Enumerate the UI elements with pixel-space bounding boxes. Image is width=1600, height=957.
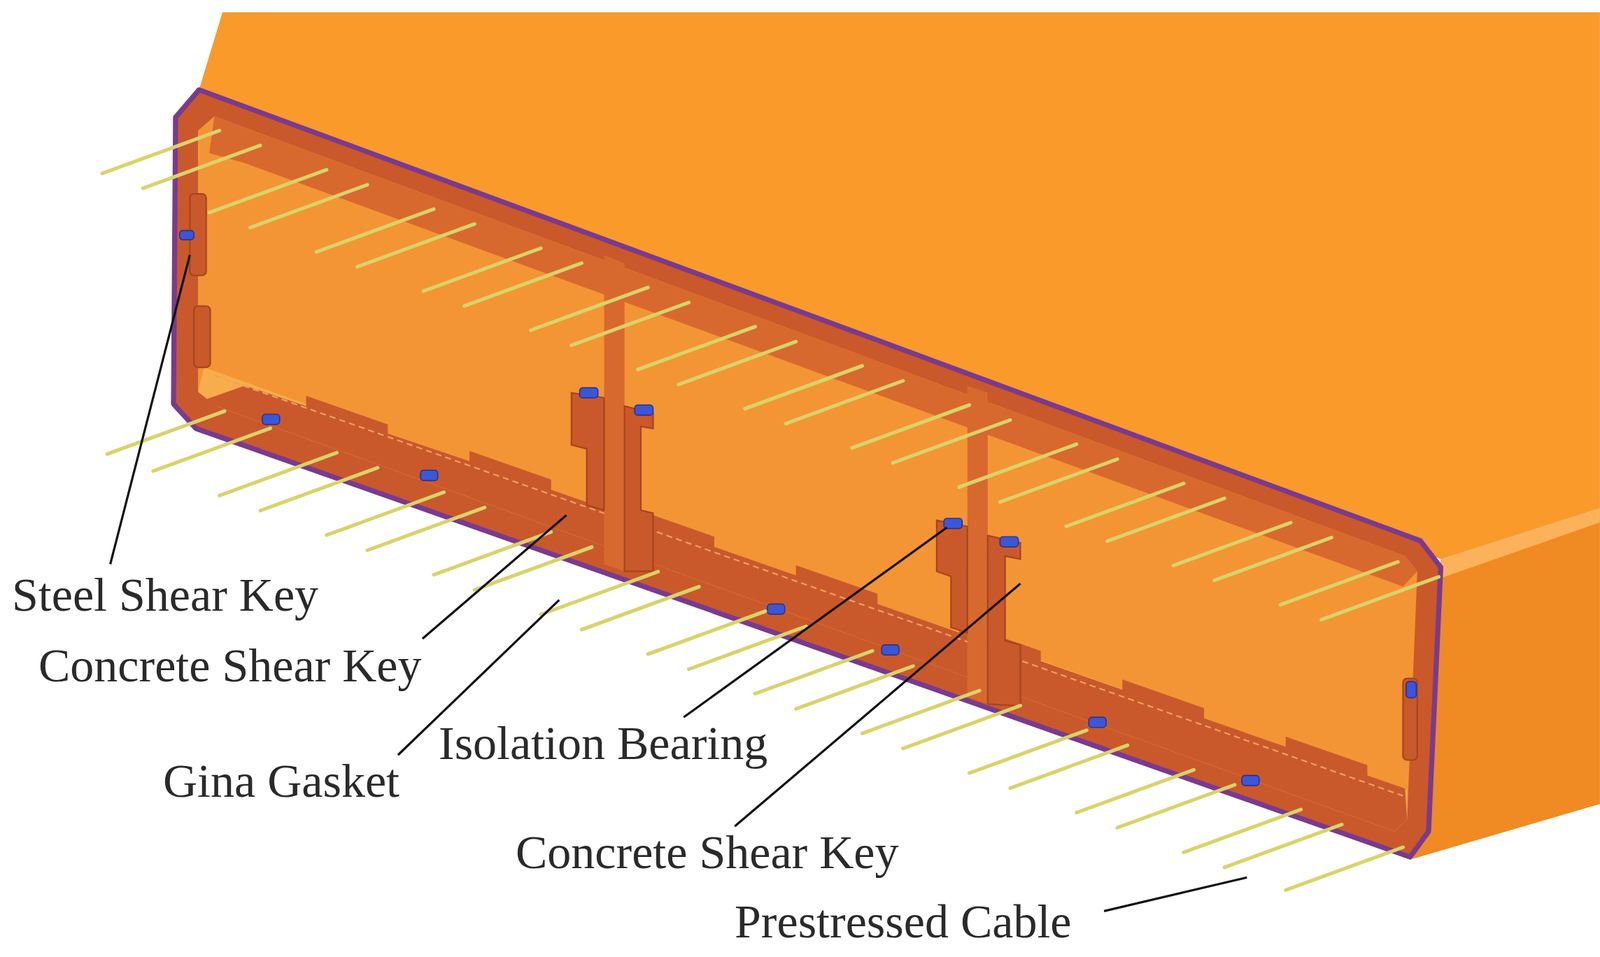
isolation-bearing	[262, 414, 280, 425]
concrete-shear-key	[987, 535, 1021, 707]
ceiling-band	[209, 116, 1418, 587]
part-label: Concrete Shear Key	[38, 641, 422, 690]
side-highlight	[1440, 507, 1600, 578]
floor-edge	[214, 375, 1403, 797]
prestressed-cable	[1117, 784, 1235, 828]
steel-shear-key-plate	[193, 306, 210, 368]
concrete-shear-key	[624, 405, 654, 571]
prestressed-cable	[142, 145, 261, 189]
isolation-bearing	[881, 645, 899, 656]
isolation-bearing	[999, 536, 1018, 548]
prestressed-cable	[260, 468, 378, 511]
prestressed-cable	[689, 626, 807, 669]
isolation-bearing	[1241, 775, 1260, 786]
prestressed-cable	[581, 586, 699, 630]
prestressed-cable	[367, 507, 485, 550]
prestressed-cable	[1321, 577, 1440, 620]
prestressed-cable	[464, 263, 583, 306]
part-label: Steel Shear Key	[11, 570, 319, 619]
prestressed-cable	[999, 458, 1118, 502]
leader-line	[422, 515, 567, 639]
isolation-bearing	[634, 405, 653, 416]
isolation-bearing	[420, 470, 438, 481]
leader-line	[734, 583, 1021, 827]
prestressed-cable	[474, 547, 592, 590]
part-label: Prestressed Cable	[734, 897, 1072, 946]
section-ring	[173, 89, 1441, 858]
part-label: Isolation Bearing	[438, 719, 768, 767]
isolation-bearing	[579, 387, 598, 399]
prestressed-cable	[1106, 498, 1225, 541]
prestressed-cable	[357, 223, 476, 267]
steel-shear-key-plate	[1402, 678, 1417, 761]
prestressed-cable	[785, 380, 904, 424]
prestressed-cable	[153, 428, 271, 471]
part-label: Concrete Shear Key	[515, 828, 899, 876]
tunnel-section	[173, 89, 1441, 858]
prestressed-cable	[107, 411, 225, 455]
isolation-bearing	[179, 230, 1417, 786]
prestressed-cable	[678, 341, 797, 385]
side-surface	[1412, 507, 1600, 860]
prestressed-cable	[903, 705, 1021, 749]
isolation-bearing	[943, 518, 962, 529]
leader-line	[683, 527, 947, 718]
concrete-shear-key	[571, 392, 605, 511]
prestressed-cable	[249, 184, 368, 228]
prestressed-cable	[1214, 537, 1333, 580]
isolation-bearing	[767, 603, 785, 615]
partition-wall	[571, 255, 1021, 707]
isolation-bearing	[179, 230, 194, 240]
interior-cavity	[197, 116, 1418, 832]
isolation-bearing	[1406, 681, 1417, 698]
prestressed-cable	[1224, 824, 1342, 868]
isolation-bearing	[1088, 717, 1107, 728]
leader-line	[1103, 877, 1247, 911]
part-label: Gina Gasket	[163, 756, 400, 805]
prestressed-cable	[571, 302, 690, 345]
prestressed-cable	[892, 419, 1011, 463]
prestressed-cable	[1010, 745, 1128, 788]
prestressed-cable	[796, 666, 914, 709]
prestressed-cable	[102, 130, 1440, 891]
concrete-shear-key	[936, 520, 968, 633]
leader-line	[110, 255, 191, 565]
prestressed-cable	[1285, 847, 1404, 890]
